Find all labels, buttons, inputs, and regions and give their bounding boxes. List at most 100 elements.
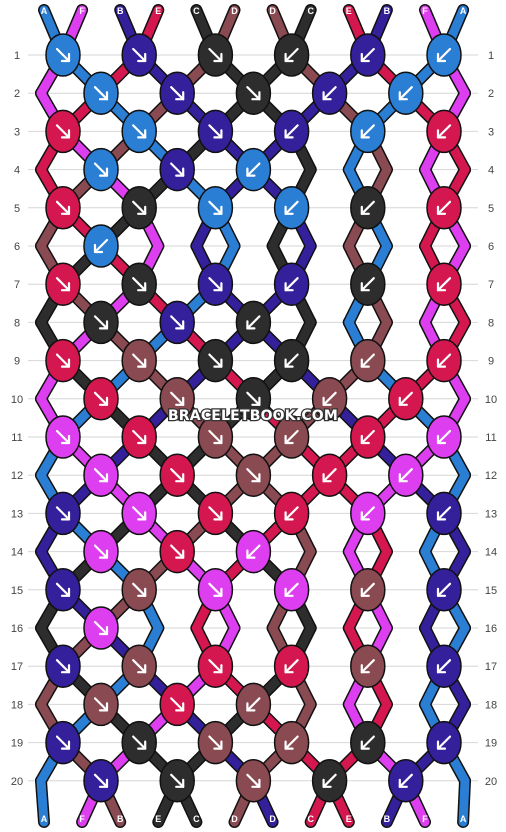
row-number-left: 4: [14, 165, 20, 177]
arrow-line: [246, 468, 261, 483]
arrow-line: [170, 697, 185, 712]
arrow-line: [132, 506, 147, 521]
row-number-right: 4: [488, 165, 494, 177]
arrow-down-left-icon: [398, 473, 408, 483]
arrow-down-right-icon: [213, 511, 223, 521]
arrow-down-left-icon: [436, 52, 447, 63]
arrow-down-right-icon: [213, 205, 223, 215]
bottom-column-label: F: [79, 814, 85, 824]
arrow-line: [208, 582, 223, 597]
knot: [426, 186, 462, 230]
knot: [45, 186, 81, 230]
arrow-down-right-icon: [213, 129, 223, 139]
knot: [235, 759, 272, 803]
arrow-line: [436, 124, 452, 139]
arrow-down-right-icon: [98, 625, 109, 636]
knot: [45, 568, 81, 612]
top-column-label: F: [79, 6, 85, 16]
arrow-line: [170, 86, 185, 101]
row-number-left: 18: [11, 699, 23, 711]
knot: [388, 453, 424, 497]
arrow-line: [284, 582, 299, 597]
knot: [350, 415, 386, 459]
arrow-down-right-icon: [175, 91, 185, 101]
arrow-line: [322, 86, 337, 101]
knot: [273, 33, 310, 77]
arrow-line: [246, 391, 261, 406]
arrow-down-right-icon: [98, 473, 109, 483]
arrow-down-right-icon: [60, 511, 71, 521]
arrow-line: [398, 773, 413, 788]
arrow-line: [284, 429, 299, 445]
top-column-label: C: [307, 6, 314, 16]
arrow-down-left-icon: [436, 587, 447, 597]
arrow-down-right-icon: [175, 549, 185, 559]
top-column-label: B: [117, 6, 124, 16]
knot: [159, 529, 195, 574]
arrow-line: [93, 391, 109, 406]
knot: [311, 377, 348, 421]
arrow-line: [208, 429, 223, 445]
row-number-left: 19: [11, 738, 23, 750]
knot: [273, 415, 310, 459]
knot: [235, 147, 272, 192]
knot: [350, 338, 386, 383]
arrow-line: [246, 315, 261, 330]
arrow-line: [284, 124, 299, 139]
row-number-left: 20: [11, 776, 23, 788]
arrow-line: [436, 659, 452, 674]
arrow-down-left-icon: [284, 587, 294, 597]
arrow-down-right-icon: [98, 91, 109, 101]
arrow-line: [322, 468, 337, 483]
arrow-down-left-icon: [284, 434, 294, 445]
knot: [426, 644, 462, 688]
arrow-line: [132, 659, 147, 674]
arrow-line: [93, 773, 109, 788]
knot: [273, 720, 310, 765]
row-number-left: 14: [11, 547, 23, 559]
arrow-line: [284, 353, 299, 368]
arrow-line: [208, 200, 223, 215]
knot: [121, 186, 157, 230]
arrow-down-right-icon: [98, 320, 109, 330]
arrow-down-left-icon: [246, 702, 256, 712]
arrow-down-right-icon: [137, 358, 147, 368]
arrow-down-right-icon: [213, 52, 223, 63]
row-number-right: 7: [488, 279, 494, 291]
watermark: BRACELETBOOK.COM: [168, 408, 338, 424]
knot: [159, 71, 195, 115]
arrow-line: [170, 315, 185, 330]
knot: [426, 33, 462, 77]
knot: [159, 300, 195, 345]
arrow-line: [246, 773, 261, 788]
arrow-line: [284, 506, 299, 521]
arrow-down-right-icon: [213, 434, 223, 445]
arrow-line: [360, 429, 375, 445]
arrow-down-right-icon: [137, 511, 147, 521]
arrow-line: [93, 315, 109, 330]
bottom-column-label: C: [307, 814, 314, 824]
knot: [83, 377, 119, 421]
arrow-down-left-icon: [360, 740, 370, 750]
knot: [273, 644, 310, 688]
arrow-down-right-icon: [175, 473, 185, 483]
arrow-down-left-icon: [284, 511, 294, 521]
arrow-line: [246, 697, 261, 712]
row-number-right: 9: [488, 356, 494, 368]
knot: [197, 338, 234, 383]
arrow-down-right-icon: [60, 664, 71, 674]
top-column-label: A: [41, 6, 48, 16]
arrow-line: [170, 773, 185, 788]
arrow-line: [170, 544, 185, 559]
arrow-line: [436, 582, 452, 597]
arrow-line: [436, 506, 452, 521]
arrow-down-right-icon: [137, 52, 147, 63]
arrow-down-right-icon: [60, 282, 71, 292]
knot: [426, 415, 462, 459]
row-number-right: 3: [488, 126, 494, 138]
knot: [121, 109, 157, 154]
arrow-down-right-icon: [98, 549, 109, 559]
arrow-down-right-icon: [60, 434, 71, 445]
arrow-down-right-icon: [137, 282, 147, 292]
